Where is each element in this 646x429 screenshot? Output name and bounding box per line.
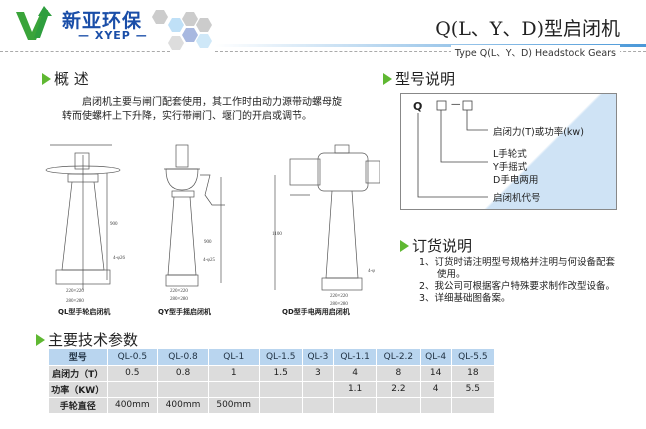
table-cell: 18 [451,365,496,382]
dimension-height: 900 [110,222,118,227]
table-cell: 0.5 [107,365,159,382]
table-cell: 14 [420,365,452,382]
triangle-icon [42,72,51,85]
drawing-qy: 900 4-φ25 220×220 280×280 [164,144,225,302]
table-cell [376,397,421,414]
title-underline [215,44,646,47]
dimension-base-inner: 220×220 [170,289,188,294]
table-cell [259,381,303,398]
model-force: 启闭力(T)或功率(kw) [493,127,584,138]
overview-heading: 概 述 [42,68,89,89]
triangle-icon [36,333,45,346]
model-type-y: Y手摇式 [493,162,528,173]
dimension-height: 900 [204,240,212,245]
drawings: 900 4-φ26 220×220 280×280 900 4-φ25 220×… [45,144,380,307]
table-cell: QL-1.5 [259,349,303,366]
logo-sub: — XYEP — [78,29,148,42]
table-cell: 5.5 [451,381,496,398]
dimension-hole: 4-φ26 [113,256,126,261]
page-title: Q(L、Y、D)型启闭机 [435,18,620,40]
logo-text: 新亚环保 [62,10,143,32]
table-cell [302,381,334,398]
table-cell: QL-5.5 [451,349,496,366]
dimension-base-outer: 280×280 [330,302,348,307]
model-diagram [400,93,617,210]
model-type-d: D手电两用 [493,175,539,186]
dimension-base-inner: 220×220 [66,289,84,294]
table-cell: 400mm [157,397,209,414]
table-cell [333,397,378,414]
table-cell: QL-2.2 [376,349,421,366]
divider [0,51,170,52]
drawing-ql: 900 4-φ26 220×220 280×280 [45,144,126,304]
table-cell [302,397,334,414]
table-cell: QL-0.8 [157,349,209,366]
table-cell: 0.8 [157,365,209,382]
model-dash: — [451,99,461,110]
hexagon-decoration [152,10,212,50]
page-subtitle: Type Q(L、Y、D) Headstock Gears [450,45,620,59]
caption-ql: QL型手轮启闭机 [58,308,111,316]
table-cell: 1.1 [333,381,378,398]
dimension-base-inner: 220×220 [330,294,348,299]
table-cell: 3 [302,365,334,382]
table-cell: 4 [333,365,378,382]
model-heading: 型号说明 [383,68,455,89]
table-cell [451,397,496,414]
dimension-hole: 4-φ [368,269,375,274]
triangle-icon [383,72,392,85]
table-cell: QL-0.5 [107,349,159,366]
dimension-base-outer: 280×280 [170,297,188,302]
table-cell: QL-1.1 [333,349,378,366]
table-cell: 1 [208,365,260,382]
logo-icon [16,6,52,40]
drawing-qd: 1100 4-φ 220×220 280×280 [272,144,380,307]
table-cell [208,381,260,398]
order-item: 3、详细基础图备案。 [419,293,511,304]
table-cell: 1.5 [259,365,303,382]
table-cell [420,397,452,414]
triangle-icon [400,239,409,252]
table-cell: 4 [420,381,452,398]
model-q: Q [413,100,423,113]
table-cell: 500mm [208,397,260,414]
order-heading: 订货说明 [400,235,472,256]
caption-qd: QD型手电两用启闭机 [282,308,350,316]
table-cell [259,397,303,414]
row-label: 启闭力（T） [49,365,108,382]
overview-text: 启闭机主要与闸门配套使用，其工作时由动力源带动螺母旋转而使螺杆上下升降，实行带闸… [62,97,342,122]
row-label: 手轮直径 [49,397,108,414]
model-code: 启闭机代号 [493,193,541,204]
divider [215,51,646,52]
order-item: 2、我公司可根据客户特殊要求制作改型设备。 [419,281,616,292]
dimension-hole: 4-φ25 [203,258,216,263]
dimension-height: 1100 [272,232,282,237]
table-cell: QL-4 [420,349,452,366]
table-cell: 400mm [107,397,159,414]
row-label: 功率（KW） [49,381,108,398]
row-label: 型号 [49,349,108,366]
table-cell: 8 [376,365,421,382]
model-type-l: L手轮式 [493,149,527,160]
caption-qy: QY型手摇启闭机 [158,308,212,316]
table-cell [157,381,209,398]
order-list: 1、订货时请注明型号规格并注明与何设备配套使用。 2、我公司可根据客户特殊要求制… [419,257,619,305]
order-item: 1、订货时请注明型号规格并注明与何设备配套使用。 [419,257,616,280]
dimension-base-outer: 280×280 [66,299,84,304]
table-cell [107,381,159,398]
specs-heading: 主要技术参数 [36,329,138,350]
table-cell: QL-1 [208,349,260,366]
table-cell: QL-3 [302,349,334,366]
table-cell: 2.2 [376,381,421,398]
model-lines [417,100,488,198]
